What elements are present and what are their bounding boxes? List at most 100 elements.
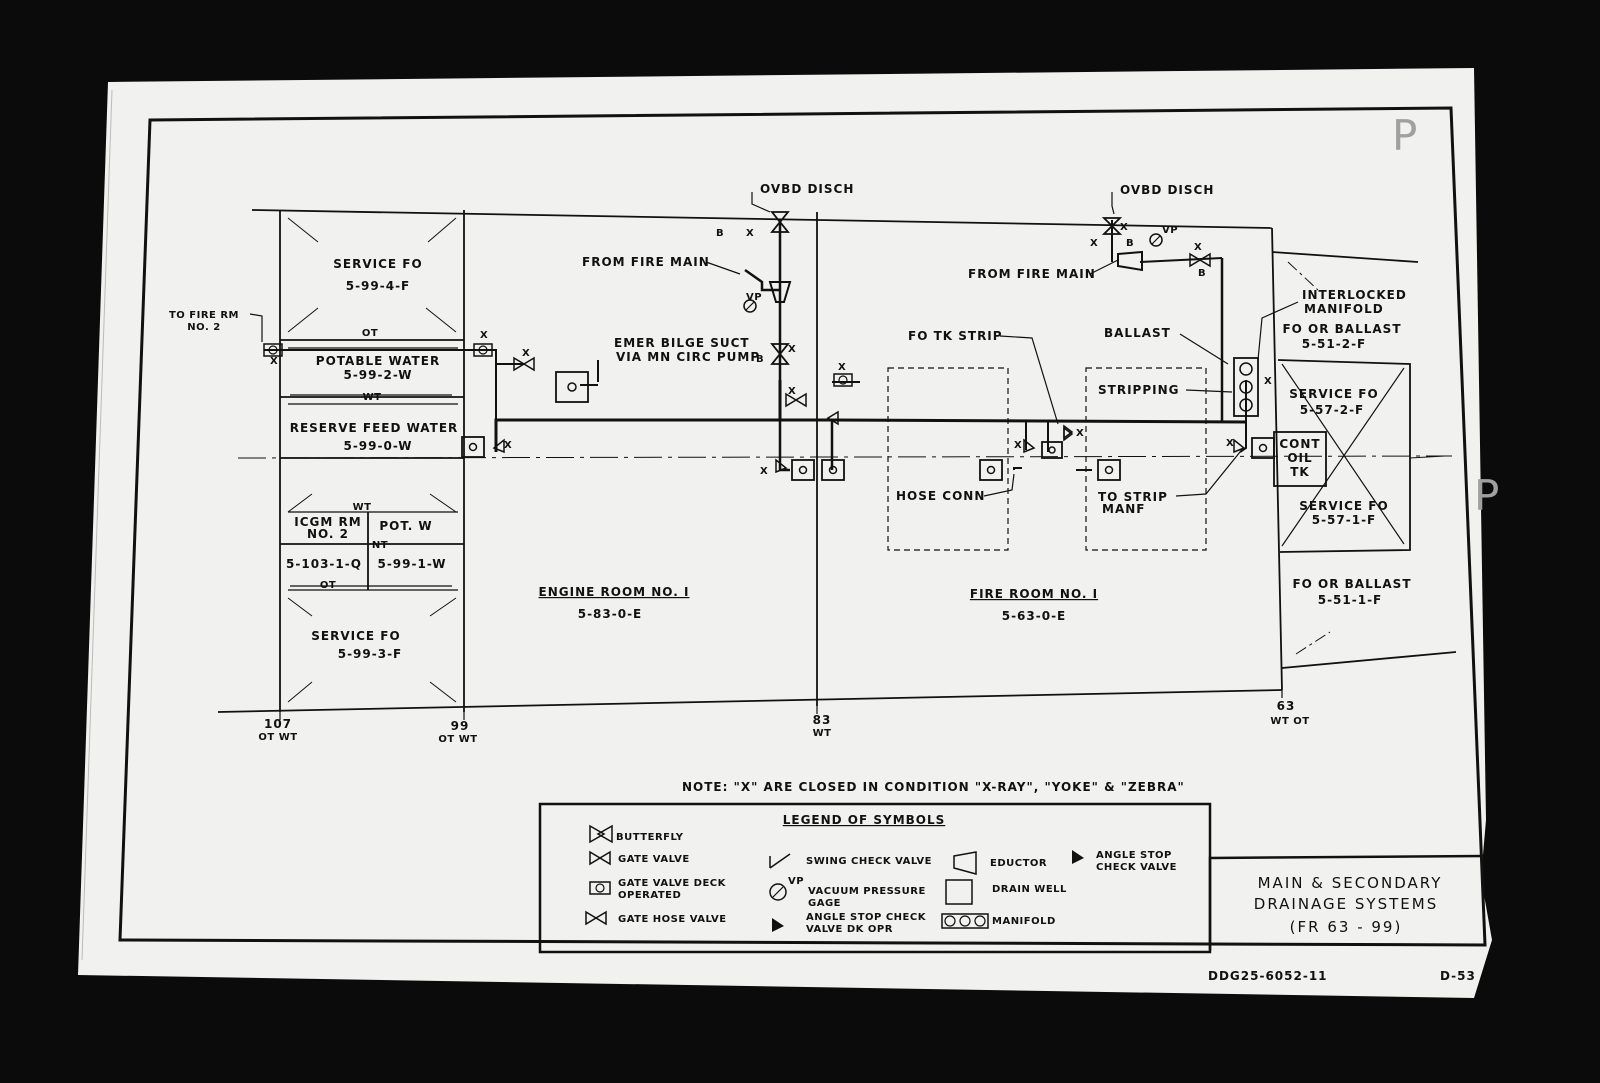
swing-check-icon bbox=[769, 853, 791, 869]
legend-drain-well: DRAIN WELL bbox=[992, 884, 1067, 895]
frame-83-marks: WT bbox=[813, 728, 832, 739]
valve-x-6: X bbox=[480, 330, 488, 341]
legend-gate-hose-valve: GATE HOSE VALVE bbox=[618, 914, 727, 925]
title-line-3: (FR 63 - 99) bbox=[1290, 918, 1403, 936]
to-fire-rm-label-2: NO. 2 bbox=[187, 322, 220, 333]
fo-ballast-2-name: FO OR BALLAST bbox=[1282, 322, 1401, 336]
valve-x-2: X bbox=[788, 344, 796, 355]
tank-labels: SERVICE FO 5-99-4-F OT POTABLE WATER 5-9… bbox=[286, 257, 1410, 661]
legend-butterfly: BUTTERFLY bbox=[616, 832, 684, 843]
bilge-main-piping bbox=[264, 220, 1247, 472]
to-fire-rm-label: TO FIRE RM bbox=[169, 310, 239, 321]
valve-x-7: X bbox=[522, 348, 530, 359]
frame-107-marks: OT WT bbox=[258, 732, 297, 743]
pot-w-code: 5-99-1-W bbox=[377, 557, 446, 571]
butterfly-icon bbox=[589, 824, 606, 844]
potable-water-name: POTABLE WATER bbox=[316, 354, 440, 368]
condition-note: NOTE: "X" ARE CLOSED IN CONDITION "X-RAY… bbox=[682, 780, 1185, 794]
tank-dividers bbox=[280, 217, 464, 703]
interlocked-label-2: MANIFOLD bbox=[1304, 302, 1384, 316]
paper-card bbox=[78, 68, 1492, 998]
legend-swing-check: SWING CHECK VALVE bbox=[806, 856, 932, 867]
to-strip-label-2: MANF bbox=[1102, 502, 1145, 516]
fire-room-name: FIRE ROOM NO. I bbox=[970, 587, 1098, 601]
leader-lines bbox=[249, 192, 1299, 720]
valve-x-1: X bbox=[746, 228, 754, 239]
icgm-rm-code: 5-103-1-Q bbox=[286, 557, 362, 571]
callout-labels: TO FIRE RM NO. 2 OVBD DISCH OVBD DISCH F… bbox=[169, 182, 1407, 516]
title-line-2: DRAINAGE SYSTEMS bbox=[1254, 895, 1438, 913]
eductor-icon bbox=[953, 851, 977, 875]
service-fo-57-1-code: 5-57-1-F bbox=[1312, 513, 1377, 527]
stripping-label: STRIPPING bbox=[1098, 383, 1179, 397]
valve-x-14: X bbox=[1120, 222, 1128, 233]
frame-83-number: 83 bbox=[813, 713, 832, 727]
legend-vp: VP bbox=[788, 876, 804, 887]
frame-numbers: 107 OT WT 99 OT WT 83 WT 63 WT OT bbox=[258, 699, 1309, 745]
page-number: D-53 bbox=[1440, 969, 1476, 983]
interlocked-label: INTERLOCKED bbox=[1302, 288, 1407, 302]
legend-title: LEGEND OF SYMBOLS bbox=[783, 813, 946, 827]
icgm-rm-name: ICGM RM bbox=[294, 515, 361, 529]
valve-b-2: B bbox=[756, 354, 764, 365]
cont-oil-label-1: CONT bbox=[1279, 437, 1320, 451]
drain-well-icon bbox=[945, 879, 973, 905]
piping-symbols bbox=[263, 211, 1327, 487]
vp-label-1: VP bbox=[746, 292, 762, 303]
legend-box: LEGEND OF SYMBOLS BUTTERFLY GATE VALVE G… bbox=[538, 802, 1212, 954]
valve-b-3: B bbox=[1126, 238, 1134, 249]
gate-valve-deck-icon bbox=[589, 881, 611, 895]
legend-gate-valve-deck-2: OPERATED bbox=[618, 890, 681, 901]
legend-gate-valve: GATE VALVE bbox=[618, 854, 690, 865]
service-fo-57-1-name: SERVICE FO bbox=[1299, 499, 1388, 513]
drain-well-1 bbox=[887, 367, 1009, 551]
valve-b-1: B bbox=[716, 228, 724, 239]
manifold-icon bbox=[941, 913, 989, 929]
frame-63-marks: WT OT bbox=[1270, 716, 1309, 727]
emer-bilge-label-2: VIA MN CIRC PUMP bbox=[616, 350, 760, 364]
bulkhead-107-99 bbox=[279, 210, 1283, 712]
legend-vacuum-gage-2: GAGE bbox=[808, 898, 841, 909]
potable-water-code: 5-99-2-W bbox=[343, 368, 412, 382]
mark-wt-2: WT bbox=[353, 502, 372, 513]
mark-ot-2: OT bbox=[320, 580, 336, 591]
from-fire-main-left: FROM FIRE MAIN bbox=[582, 255, 710, 269]
fire-room-code: 5-63-0-E bbox=[1002, 609, 1067, 623]
engine-room-code: 5-83-0-E bbox=[578, 607, 643, 621]
cont-oil-label-3: TK bbox=[1290, 465, 1309, 479]
valve-x-3: X bbox=[788, 386, 796, 397]
gate-hose-valve-icon bbox=[585, 910, 598, 926]
legend-angle-stop-dk-2: VALVE DK OPR bbox=[806, 924, 893, 935]
fo-tk-strip-label: FO TK STRIP bbox=[908, 329, 1003, 343]
service-fo-3-code: 5-99-3-F bbox=[338, 647, 403, 661]
valve-x-4: X bbox=[838, 362, 846, 373]
service-fo-3-name: SERVICE FO bbox=[311, 629, 400, 643]
mark-ot-1: OT bbox=[362, 328, 378, 339]
valve-x-8: X bbox=[504, 440, 512, 451]
ovbd-disch-left: OVBD DISCH bbox=[760, 182, 854, 196]
vp-label-2: VP bbox=[1162, 225, 1178, 236]
valve-b-4: B bbox=[1198, 268, 1206, 279]
valve-x-13: X bbox=[1264, 376, 1272, 387]
valve-x-9: X bbox=[760, 466, 768, 477]
drawing-number: DDG25-6052-11 bbox=[1208, 969, 1328, 983]
pot-w-name: POT. W bbox=[379, 519, 432, 533]
vacuum-gage-icon bbox=[769, 883, 787, 901]
icgm-rm-name2: NO. 2 bbox=[307, 527, 349, 541]
valve-x-5: X bbox=[270, 356, 278, 367]
frame-63-number: 63 bbox=[1277, 699, 1296, 713]
legend-gate-valve-deck: GATE VALVE DECK bbox=[618, 878, 727, 889]
service-fo-4-name: SERVICE FO bbox=[333, 257, 422, 271]
handwritten-mark-1: P bbox=[1392, 111, 1417, 160]
from-fire-main-right: FROM FIRE MAIN bbox=[968, 267, 1096, 281]
legend-angle-stop-dk: ANGLE STOP CHECK bbox=[806, 912, 927, 923]
engine-room-name: ENGINE ROOM NO. I bbox=[539, 585, 690, 599]
mark-nt: NT bbox=[372, 540, 388, 551]
legend-manifold: MANIFOLD bbox=[992, 916, 1056, 927]
service-fo-4-code: 5-99-4-F bbox=[346, 279, 411, 293]
cont-oil-label-2: OIL bbox=[1287, 451, 1312, 465]
angle-stop-dk-icon bbox=[772, 918, 784, 932]
frame-107-number: 107 bbox=[264, 717, 292, 731]
to-strip-label: TO STRIP bbox=[1098, 490, 1168, 504]
